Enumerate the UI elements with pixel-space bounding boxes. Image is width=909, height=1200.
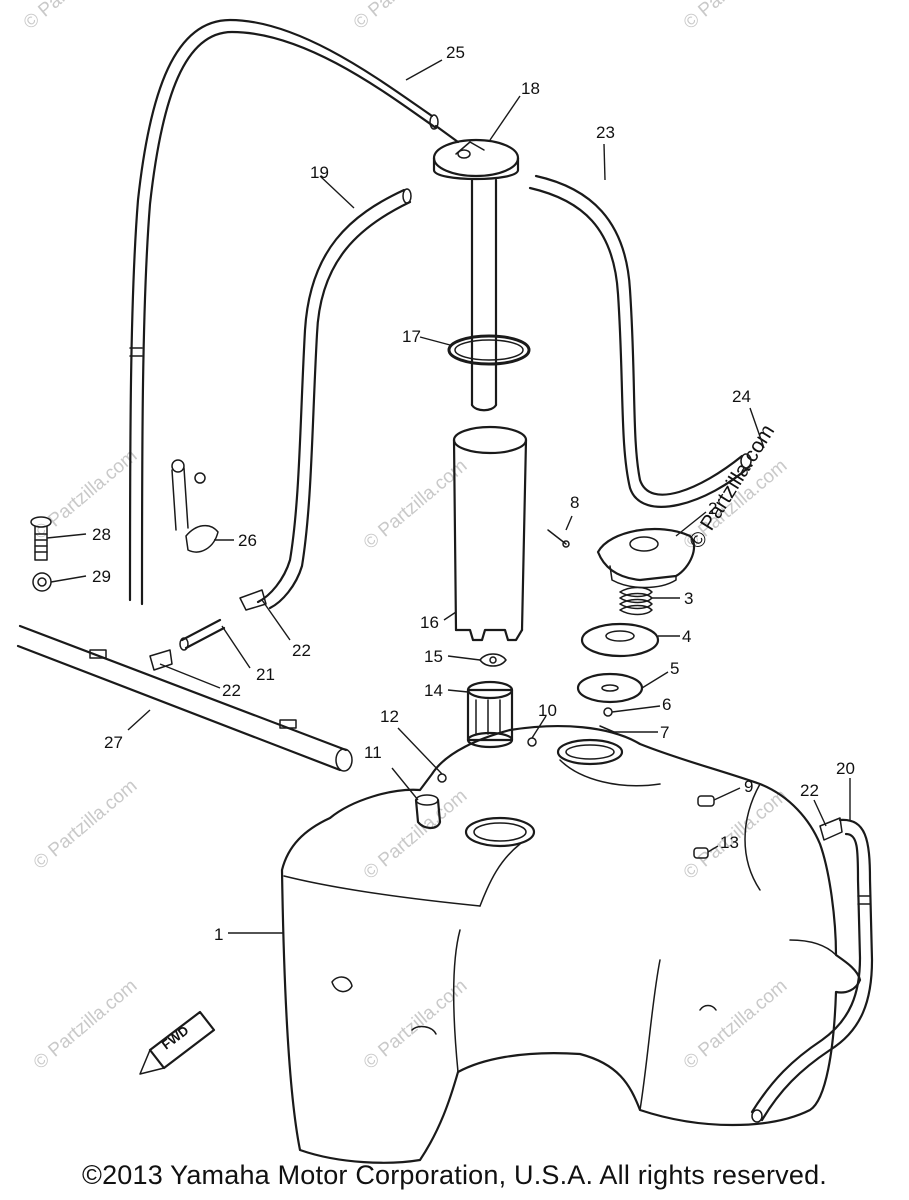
- callout-8: 8: [570, 493, 579, 512]
- fwd-arrow: FWD: [139, 1010, 216, 1075]
- callout-23: 23: [596, 123, 615, 142]
- callout-22-left: 22: [222, 681, 241, 700]
- hose-25: [128, 18, 439, 606]
- callout-6: 6: [662, 695, 671, 714]
- watermark: © Partzilla.com: [20, 0, 132, 34]
- callout-22-mid: 22: [292, 641, 311, 660]
- callout-25: 25: [446, 43, 465, 62]
- hose-23: [528, 174, 752, 508]
- screw-12: [437, 773, 447, 783]
- nut-29: [32, 572, 52, 592]
- leader-lines: [46, 59, 851, 934]
- hose-21: [179, 618, 226, 651]
- callout-9: 9: [744, 777, 753, 796]
- callout-3: 3: [684, 589, 693, 608]
- callout-17: 17: [402, 327, 421, 346]
- screw-10: [527, 737, 537, 747]
- callouts: 1 2 3 4 5 6 7 8 9 10 11 12 13 14 15 16 1…: [92, 43, 855, 944]
- nut-6: [603, 707, 613, 717]
- hose-20: [750, 818, 874, 1123]
- hose-19: [256, 188, 412, 610]
- callout-21: 21: [256, 665, 275, 684]
- gasket-4: [580, 622, 660, 658]
- callout-11: 11: [364, 743, 382, 762]
- callout-19: 19: [310, 163, 329, 182]
- pin-7: [599, 725, 615, 733]
- watermark-layer: © Partzilla.com © Partzilla.com © Partzi…: [20, 0, 792, 1074]
- watermark: © Partzilla.com: [680, 975, 792, 1073]
- fitting-11: [414, 794, 442, 830]
- callout-16: 16: [420, 613, 439, 632]
- callout-13: 13: [720, 833, 739, 852]
- plate-5: [576, 672, 644, 704]
- watermark: © Partzilla.com: [30, 775, 142, 873]
- callout-18: 18: [521, 79, 540, 98]
- watermark: © Partzilla.com: [30, 975, 142, 1073]
- filter-case-16: [452, 425, 528, 642]
- callout-28: 28: [92, 525, 111, 544]
- callout-7: 7: [660, 723, 669, 742]
- callout-12: 12: [380, 707, 399, 726]
- fwd-label: FWD: [159, 1023, 192, 1053]
- clip-15: [479, 653, 507, 667]
- nipple-13: [693, 847, 709, 859]
- drain-hose-27: [16, 624, 353, 772]
- fuel-tank-1: [280, 724, 862, 1164]
- strainer-14: [466, 680, 514, 749]
- callout-4: 4: [682, 627, 691, 646]
- clamp-22-left: [149, 649, 173, 671]
- callout-10: 10: [538, 701, 557, 720]
- sender-cap-18: [432, 124, 520, 412]
- callout-24: 24: [732, 387, 751, 406]
- callout-22-right: 22: [800, 781, 819, 800]
- bracket-26: [171, 459, 219, 553]
- callout-20: 20: [836, 759, 855, 778]
- callout-5: 5: [670, 659, 679, 678]
- copyright-notice: ©2013 Yamaha Motor Corporation, U.S.A. A…: [81, 1160, 828, 1190]
- clamp-22-right: [819, 817, 843, 841]
- callout-26: 26: [238, 531, 257, 550]
- callout-14: 14: [424, 681, 443, 700]
- watermark: © Partzilla.com: [680, 0, 792, 34]
- bolt-28: [30, 516, 52, 561]
- callout-2: 2: [708, 499, 717, 518]
- filler-cap-2: [596, 527, 696, 589]
- nipple-9: [697, 795, 715, 807]
- watermark: © Partzilla.com: [350, 0, 462, 34]
- o-ring-17: [447, 334, 531, 366]
- screw-8: [547, 529, 570, 548]
- callout-29: 29: [92, 567, 111, 586]
- callout-1: 1: [214, 925, 223, 944]
- clamp-22-mid: [239, 589, 267, 611]
- callout-15: 15: [424, 647, 443, 666]
- spring-3: [619, 586, 653, 616]
- callout-27: 27: [104, 733, 123, 752]
